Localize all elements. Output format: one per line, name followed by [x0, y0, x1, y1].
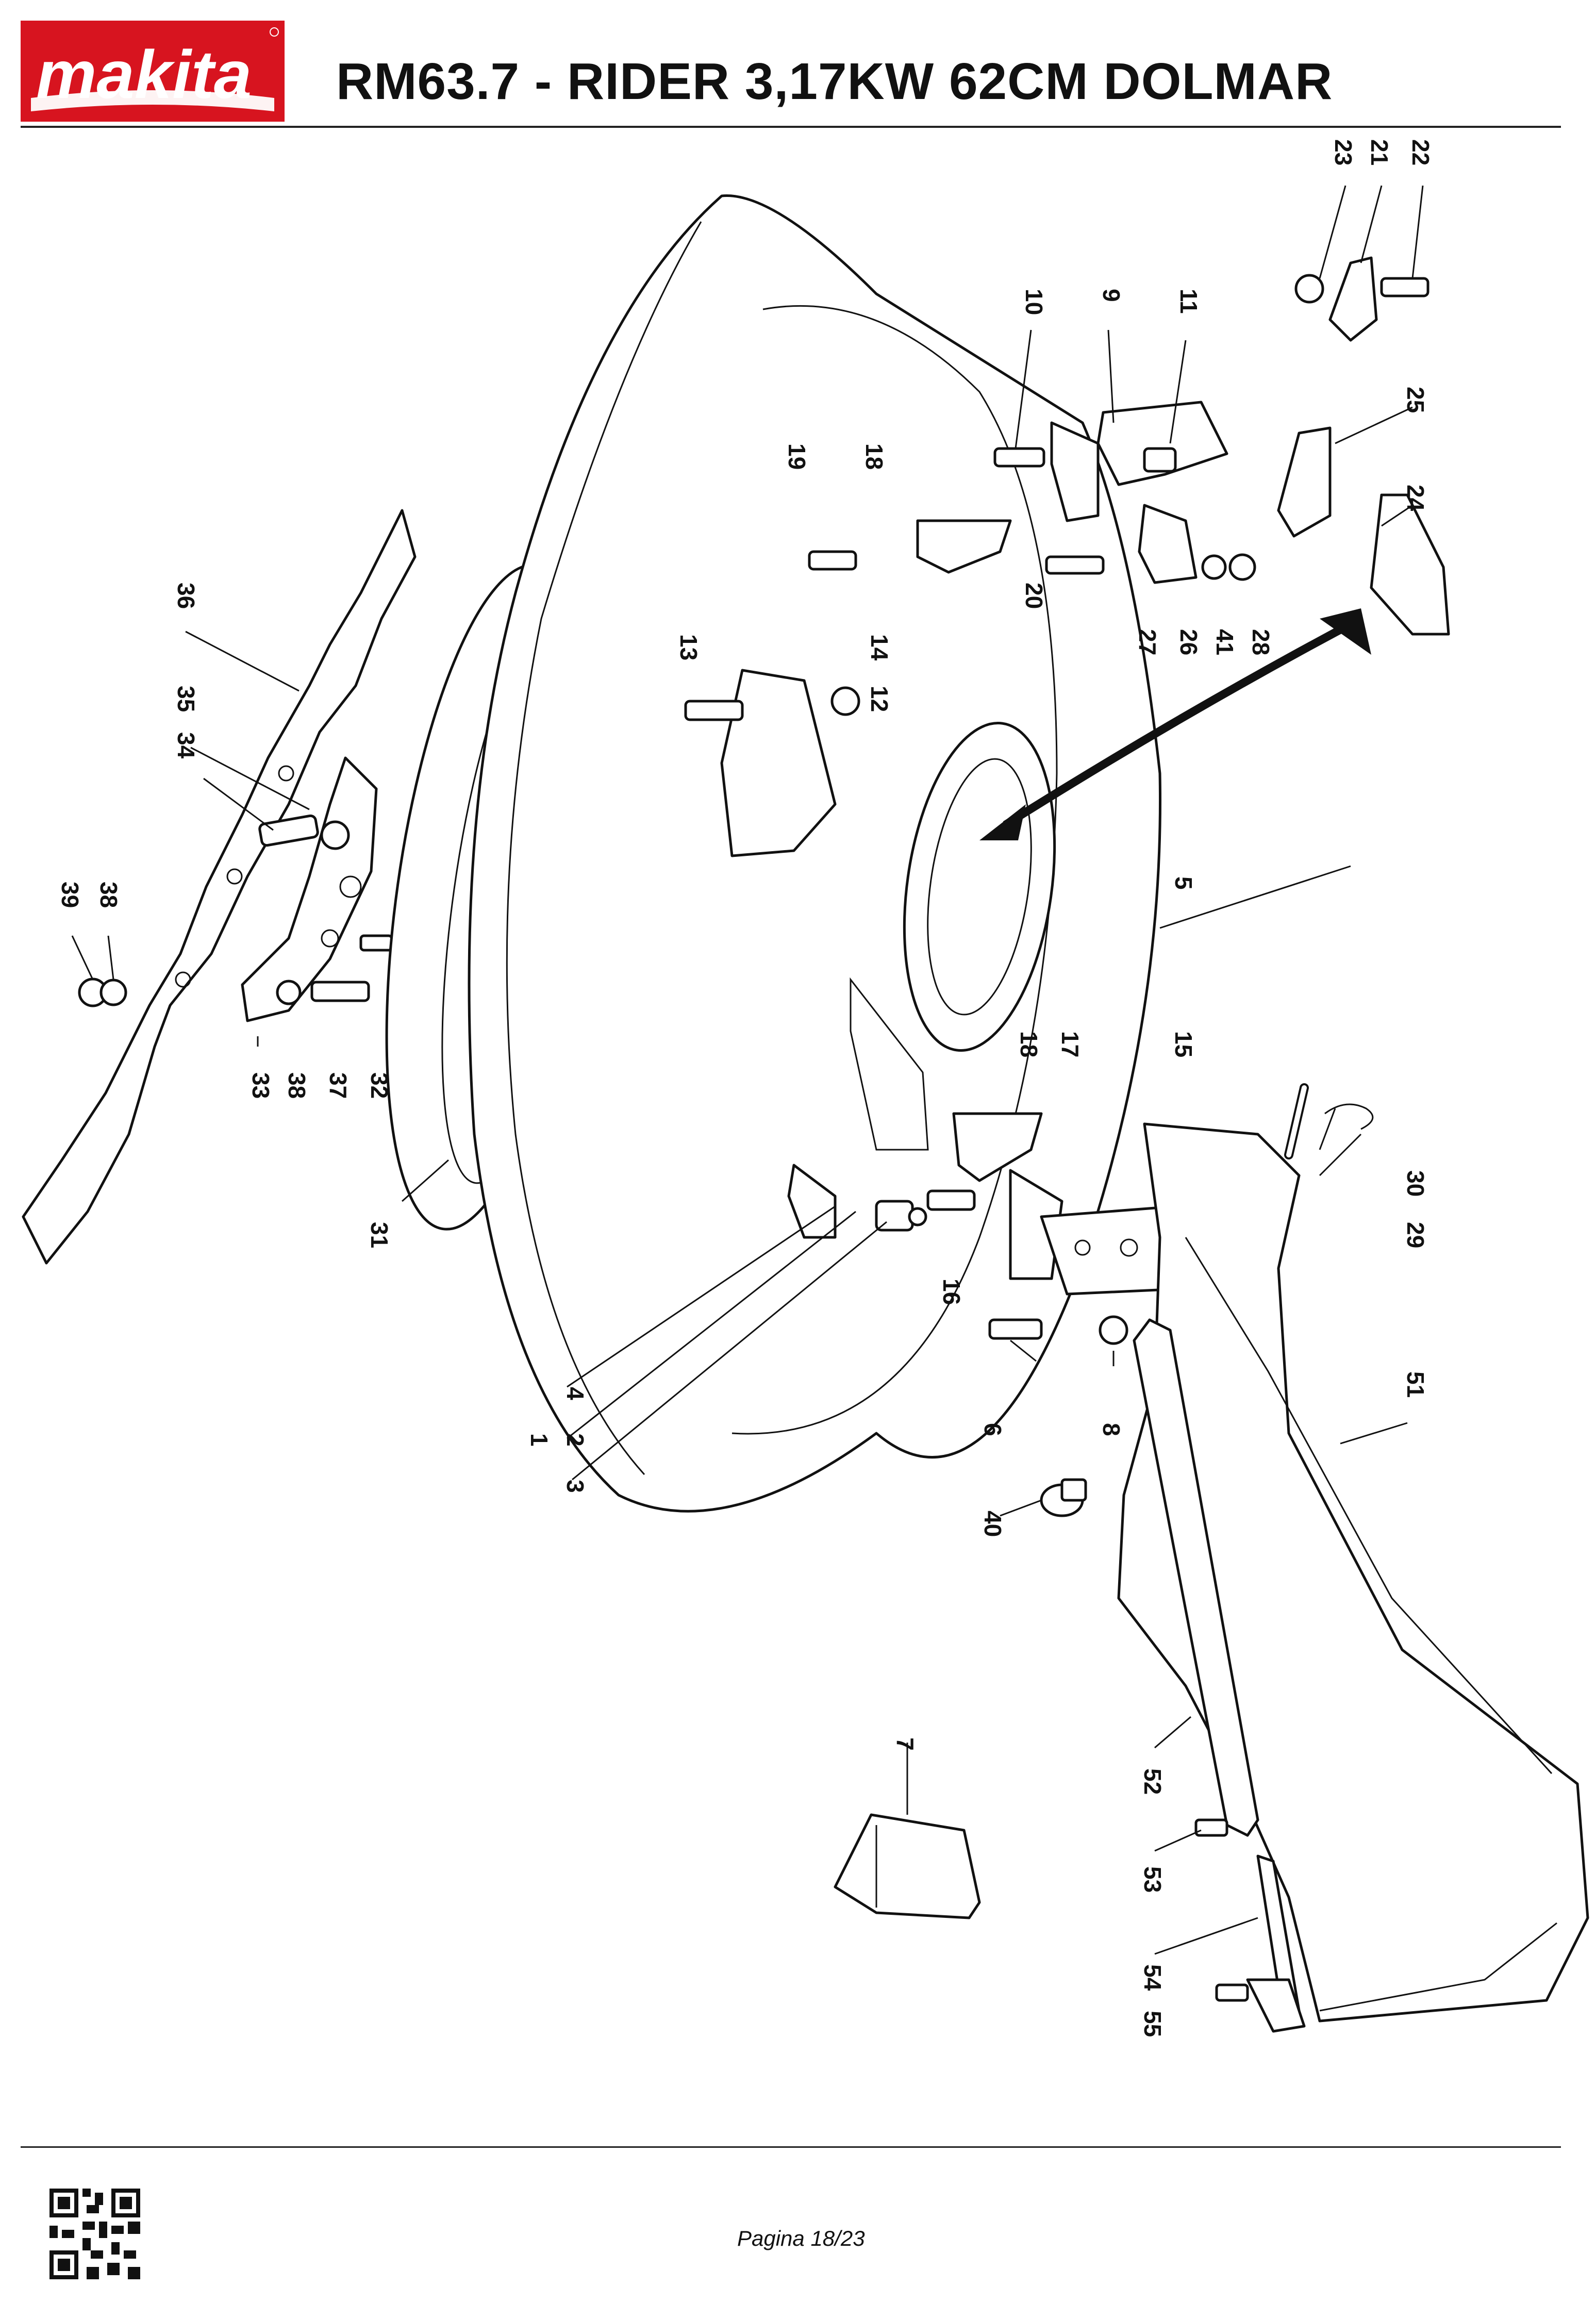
header-divider — [21, 126, 1561, 128]
callout-29: 29 — [1402, 1222, 1429, 1248]
callout-26: 26 — [1175, 629, 1202, 655]
knob — [1040, 1478, 1087, 1517]
callout-36: 36 — [173, 583, 200, 609]
callout-28: 28 — [1248, 629, 1274, 655]
page-number: Pagina 18/23 — [737, 2226, 865, 2250]
callout-53: 53 — [1139, 1866, 1166, 1893]
callout-40: 40 — [979, 1511, 1006, 1537]
callout-19: 19 — [784, 443, 810, 470]
callout-35: 35 — [173, 686, 200, 712]
callout-38-right: 38 — [284, 1072, 310, 1099]
callout-7: 7 — [892, 1737, 919, 1751]
mower-deck — [468, 194, 1162, 1513]
callout-15: 15 — [1170, 1031, 1197, 1057]
callout-10: 10 — [1021, 289, 1048, 315]
callout-25: 25 — [1402, 387, 1429, 413]
callout-8: 8 — [1098, 1423, 1125, 1436]
chute-hardware — [1194, 1818, 1306, 2033]
chute-bracket — [787, 1112, 1182, 1345]
callout-55: 55 — [1139, 2011, 1166, 2037]
callout-18-upper: 18 — [861, 443, 888, 470]
blade — [22, 509, 417, 1265]
page-title: RM63.7 - RIDER 3,17KW 62CM DOLMAR — [336, 53, 1333, 110]
callout-32: 32 — [366, 1072, 393, 1099]
leader-lines — [71, 185, 1424, 1955]
callout-23: 23 — [1330, 139, 1357, 165]
discharge-chute — [1117, 1122, 1589, 2023]
assembly-arrow — [979, 608, 1371, 840]
blade-bolts — [78, 814, 393, 1007]
callout-6: 6 — [979, 1423, 1006, 1436]
callout-14: 14 — [866, 634, 893, 661]
callout-38-left: 38 — [95, 882, 122, 908]
callout-39: 39 — [57, 882, 84, 908]
callout-37: 37 — [325, 1072, 352, 1099]
callout-18-lower: 18 — [1016, 1031, 1042, 1057]
callout-1: 1 — [526, 1433, 553, 1447]
callout-33: 33 — [247, 1072, 274, 1099]
callout-17: 17 — [1057, 1031, 1084, 1057]
rear-flap-hardware — [1277, 256, 1450, 636]
callout-9: 9 — [1098, 289, 1125, 302]
callout-34: 34 — [173, 732, 200, 759]
plug-cover — [834, 1813, 981, 1919]
callout-11: 11 — [1175, 289, 1202, 314]
callout-54: 54 — [1139, 1964, 1166, 1991]
callout-5: 5 — [1170, 876, 1197, 890]
callout-30: 30 — [1402, 1170, 1429, 1197]
callout-31: 31 — [366, 1222, 393, 1248]
footer-divider — [21, 2146, 1561, 2148]
callout-20: 20 — [1021, 583, 1048, 609]
callout-labels: 1 2 3 4 5 6 7 8 9 10 11 12 13 14 15 16 1… — [57, 139, 1434, 2037]
callout-52: 52 — [1139, 1768, 1166, 1795]
makita-logo: makita — [21, 21, 285, 122]
callout-2: 2 — [562, 1433, 589, 1447]
logo-wordmark: makita — [36, 37, 252, 112]
qr-code-icon — [49, 2189, 140, 2279]
callout-41: 41 — [1211, 629, 1238, 655]
callout-16: 16 — [938, 1279, 965, 1305]
chute-rod — [1284, 1083, 1374, 1159]
callout-12: 12 — [866, 686, 893, 712]
deck-bracket-left — [684, 669, 860, 857]
callout-4: 4 — [562, 1387, 589, 1400]
upper-brackets — [808, 401, 1256, 584]
callout-22: 22 — [1407, 139, 1434, 165]
callout-21: 21 — [1366, 139, 1393, 165]
callout-51: 51 — [1402, 1371, 1429, 1398]
exploded-parts-diagram: 1 2 3 4 5 6 7 8 9 10 11 12 13 14 15 16 1… — [22, 139, 1589, 2037]
chute-side-flap — [1133, 1318, 1259, 1837]
callout-24: 24 — [1402, 485, 1429, 511]
callout-27: 27 — [1134, 629, 1161, 655]
callout-3: 3 — [562, 1480, 589, 1493]
callout-13: 13 — [675, 634, 702, 660]
